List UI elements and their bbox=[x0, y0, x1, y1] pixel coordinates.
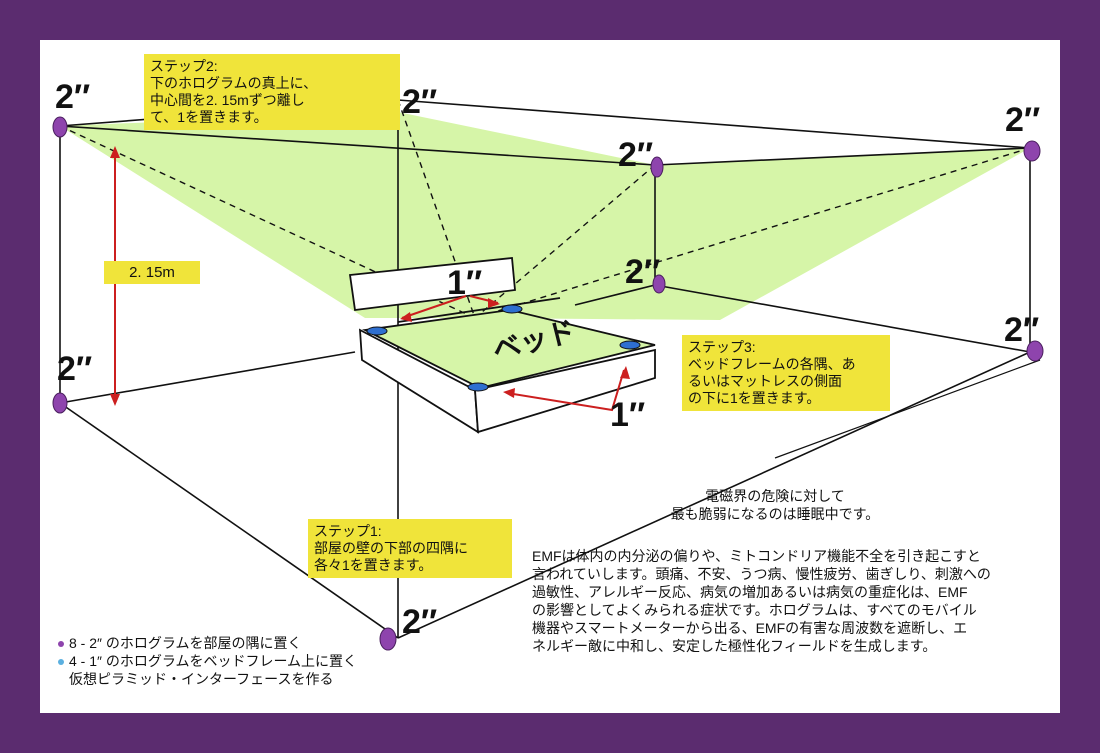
headline-line: 最も脆弱になるのは睡眠中です。 bbox=[670, 506, 880, 522]
legend-item-text: 8 - 2″ のホログラムを部屋の隅に置く bbox=[69, 635, 302, 651]
paragraph-line: 言われていします。頭痛、不安、うつ病、慢性疲労、歯ぎしり、刺激への bbox=[532, 566, 991, 582]
size-label-corner: 2″ bbox=[1005, 101, 1041, 139]
size-label-corner: 2″ bbox=[625, 253, 661, 291]
size-label-corner: 2″ bbox=[402, 603, 438, 641]
note-line: 下のホログラムの真上に、 bbox=[150, 75, 318, 91]
paragraph-line: EMFは体内の内分泌の偏りや、ミトコンドリア機能不全を引き起こすと bbox=[532, 548, 981, 564]
room-edges bbox=[59, 99, 1031, 639]
headboard bbox=[348, 257, 516, 312]
hologram-dot bbox=[619, 340, 641, 350]
hologram-dot bbox=[501, 304, 523, 314]
hologram-dot bbox=[52, 392, 68, 414]
hologram-dot bbox=[379, 627, 397, 651]
hologram-dot bbox=[52, 116, 68, 138]
note-line: るいはマットレスの側面 bbox=[688, 373, 842, 389]
headline-leader bbox=[774, 359, 1041, 459]
size-label-corner: 2″ bbox=[57, 350, 93, 388]
hologram-dot bbox=[1026, 340, 1044, 362]
paragraph-line: ネルギー敵に中和し、安定した極性化フィールドを生成します。 bbox=[532, 638, 937, 654]
size-label-corner: 2″ bbox=[1004, 311, 1040, 349]
paragraph-line: の影響としてよくみられる症状です。ホログラムは、すべてのモバイル bbox=[532, 602, 977, 618]
paragraph-line: 過敏性、アレルギー反応、病気の増加あるいは病気の重症化は、EMF bbox=[532, 584, 968, 600]
note-line: て、1を置きます。 bbox=[150, 109, 268, 125]
note-line: 中心間を2. 15mずつ離し bbox=[150, 92, 305, 108]
size-label-corner: 2″ bbox=[618, 136, 654, 174]
note-line: 各々1を置きます。 bbox=[314, 557, 433, 573]
bed-holograms bbox=[366, 304, 641, 392]
hologram-dot bbox=[366, 326, 388, 336]
hologram-dot bbox=[650, 156, 664, 178]
ceiling-plane bbox=[60, 112, 1030, 320]
size-label-corner: 2″ bbox=[55, 78, 91, 116]
arrowheads bbox=[110, 146, 630, 406]
headline: 電磁界の危険に対して 最も脆弱になるのは睡眠中です。 bbox=[640, 487, 910, 523]
legend-item: 4 - 1″ のホログラムをベッドフレーム上に置く bbox=[58, 652, 357, 670]
legend: 8 - 2″ のホログラムを部屋の隅に置く 4 - 1″ のホログラムをベッドフ… bbox=[58, 634, 357, 688]
step1-note: ステップ1: 部屋の壁の下部の四隅に 各々1を置きます。 bbox=[308, 519, 512, 578]
headline-line: 電磁界の危険に対して bbox=[705, 488, 845, 504]
emf-paragraph: EMFは体内の内分泌の偏りや、ミトコンドリア機能不全を引き起こすと 言われていし… bbox=[532, 547, 991, 655]
paragraph-line: 機器やスマートメーターから出る、EMFの有害な周波数を遮断し、エ bbox=[532, 620, 968, 636]
legend-item: 8 - 2″ のホログラムを部屋の隅に置く bbox=[58, 634, 357, 652]
mattress-top bbox=[362, 309, 656, 389]
note-line: ステップ2: bbox=[150, 58, 218, 74]
note-line: ステップ1: bbox=[314, 523, 382, 539]
legend-item-text: 4 - 1″ のホログラムをベッドフレーム上に置く bbox=[69, 653, 358, 669]
hologram-dot bbox=[467, 382, 489, 392]
size-label-bed: 1″ bbox=[610, 396, 646, 434]
step2-note: ステップ2: 下のホログラムの真上に、 中心間を2. 15mずつ離し て、1を置… bbox=[144, 54, 400, 130]
height-measurement: 2. 15m bbox=[104, 261, 200, 284]
step3-note: ステップ3: ベッドフレームの各隅、あ るいはマットレスの側面 の下に1を置きま… bbox=[682, 335, 890, 411]
bullet-dot-icon bbox=[58, 641, 64, 648]
bed bbox=[348, 257, 656, 434]
note-line: ベッドフレームの各隅、あ bbox=[688, 356, 856, 372]
note-line: ステップ3: bbox=[688, 339, 756, 355]
size-label-bed: 1″ bbox=[447, 264, 483, 302]
hologram-dot bbox=[1023, 140, 1041, 162]
note-line: の下に1を置きます。 bbox=[688, 390, 821, 406]
bed-side-front bbox=[474, 348, 656, 434]
note-line: 部屋の壁の下部の四隅に bbox=[314, 540, 468, 556]
hologram-dot bbox=[652, 274, 666, 294]
legend-footer: 仮想ピラミッド・インターフェースを作る bbox=[69, 671, 334, 687]
bullet-dot-icon bbox=[58, 659, 64, 666]
size-label-corner: 2″ bbox=[402, 83, 438, 121]
